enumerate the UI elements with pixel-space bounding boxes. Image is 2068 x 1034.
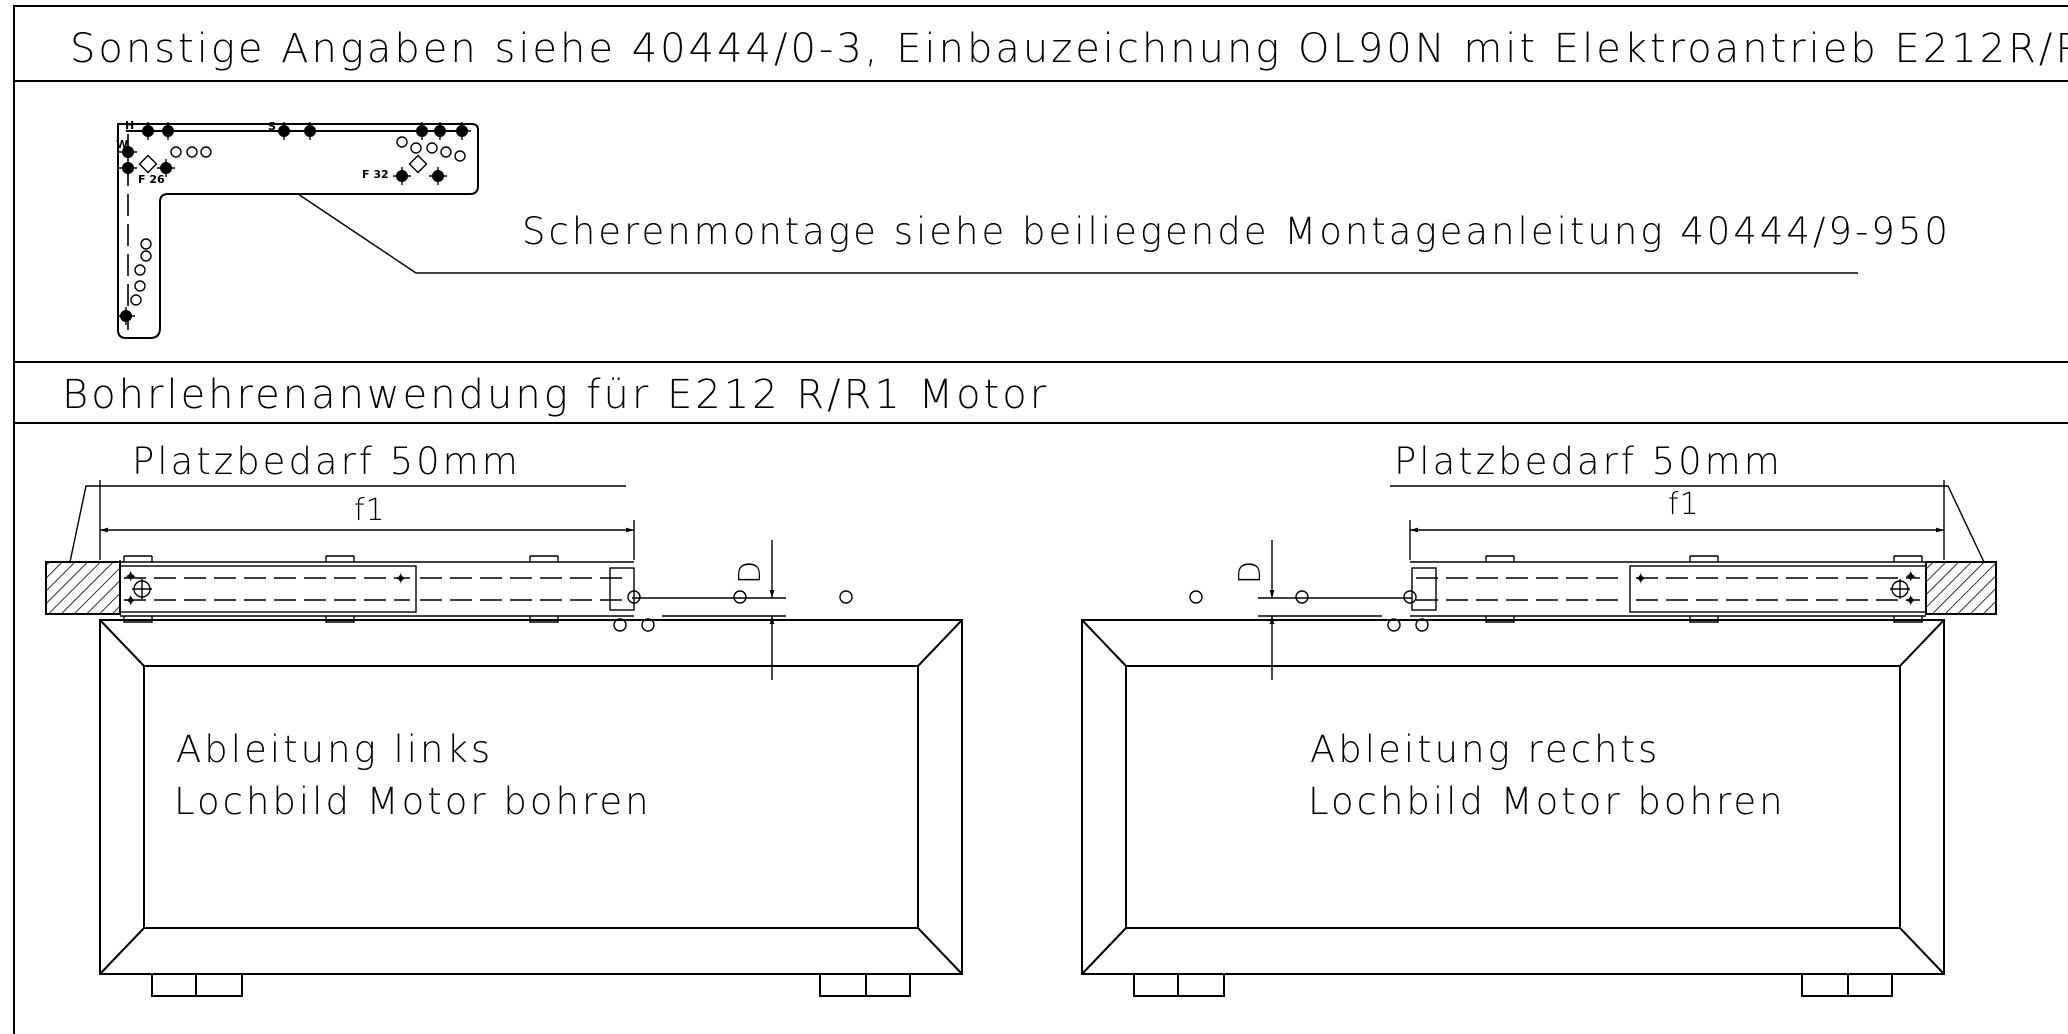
right-view: Platzbedarf 50mm f1 ✦ ✦ ✦ bbox=[1081, 440, 1997, 997]
leader-line bbox=[297, 193, 1858, 274]
template-label-f26: F 26 bbox=[138, 173, 165, 186]
right-wall-hatch bbox=[1925, 561, 1997, 615]
svg-text:✦: ✦ bbox=[124, 567, 137, 586]
right-line2: Lochbild Motor bohren bbox=[1308, 780, 1786, 823]
left-space-leader bbox=[69, 485, 626, 563]
left-wall-hatch bbox=[45, 561, 121, 615]
template-hole-open bbox=[140, 238, 152, 250]
frame-lines bbox=[13, 5, 2068, 1034]
template-hole-open bbox=[440, 146, 452, 158]
left-view: Platzbedarf 50mm f1 ✦ ✦ ✦ bbox=[45, 440, 963, 997]
left-space-label: Platzbedarf 50mm bbox=[132, 440, 521, 483]
template-label-h: H bbox=[125, 119, 134, 132]
template-label-w: W bbox=[116, 138, 128, 151]
template-hole-open bbox=[454, 150, 466, 162]
template-diamond-mark bbox=[408, 154, 428, 174]
template-hole-open bbox=[410, 142, 422, 154]
template-label-f32: F 32 bbox=[362, 168, 389, 181]
template-hole-open bbox=[200, 146, 212, 158]
left-door-frame bbox=[99, 619, 963, 997]
right-space-leader bbox=[1390, 485, 1985, 563]
left-line1: Ableitung links bbox=[176, 728, 493, 771]
template-hole-open bbox=[396, 136, 408, 148]
template-hole-open bbox=[134, 280, 146, 292]
template-label-s: S bbox=[268, 120, 276, 133]
left-line2: Lochbild Motor bohren bbox=[174, 780, 652, 823]
right-motor: ✦ ✦ ✦ bbox=[1410, 555, 1927, 623]
right-dim-label: f1 bbox=[1668, 487, 1700, 522]
template-hole-open bbox=[140, 250, 152, 262]
right-d-label: D bbox=[1233, 560, 1268, 584]
left-dim-label: f1 bbox=[354, 493, 386, 528]
right-space-label: Platzbedarf 50mm bbox=[1394, 440, 1783, 483]
scissor-note: Scherenmontage siehe beiliegende Montage… bbox=[522, 210, 1951, 253]
left-d-label: D bbox=[733, 560, 768, 584]
svg-text:✦: ✦ bbox=[124, 591, 137, 610]
section-title: Bohrlehrenanwendung für E212 R/R1 Motor bbox=[62, 372, 1049, 418]
right-line1: Ableitung rechts bbox=[1310, 728, 1660, 771]
scissor-template: H W S F 26 F 32 bbox=[116, 119, 479, 339]
template-hole-open bbox=[130, 294, 142, 306]
template-hole-open bbox=[134, 264, 146, 276]
svg-text:✦: ✦ bbox=[1634, 569, 1647, 588]
svg-text:✦: ✦ bbox=[1904, 591, 1917, 610]
left-motor: ✦ ✦ ✦ bbox=[119, 555, 635, 623]
header-title: Sonstige Angaben siehe 40444/0-3, Einbau… bbox=[70, 26, 2068, 72]
template-hole-open bbox=[426, 142, 438, 154]
template-hole-open bbox=[186, 146, 198, 158]
svg-text:✦: ✦ bbox=[394, 569, 407, 588]
svg-text:✦: ✦ bbox=[1904, 567, 1917, 586]
template-hole-open bbox=[170, 146, 182, 158]
right-door-frame bbox=[1081, 619, 1945, 997]
template-diamond-mark bbox=[138, 154, 158, 174]
